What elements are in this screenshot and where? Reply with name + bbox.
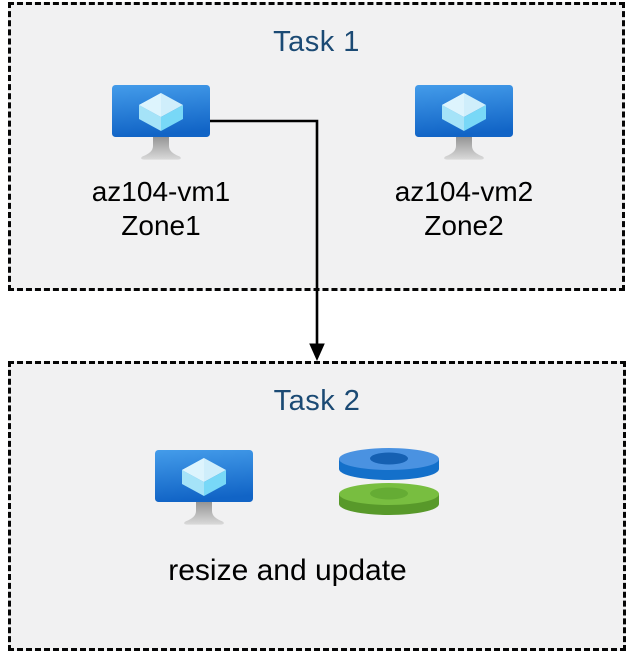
vm-icon-wrap [155, 450, 253, 531]
vm-name-label: az104-vm1 [91, 176, 231, 207]
virtual-machine-icon [155, 450, 253, 526]
virtual-machine-icon [415, 85, 513, 161]
vm-group-az104-vm2: az104-vm2 Zone2 [389, 85, 539, 243]
vm-group-az104-vm1: az104-vm1 Zone1 [86, 85, 236, 243]
disks-icon-wrap [338, 447, 440, 520]
vm-name-label: az104-vm2 [394, 176, 534, 207]
task2-title: Task 2 [273, 385, 361, 417]
virtual-machine-icon [112, 85, 210, 161]
arrowhead-icon [309, 343, 325, 361]
managed-disks-icon [338, 447, 440, 515]
task2-box: Task 2 resize and update [8, 361, 626, 651]
vm-zone-label: Zone1 [121, 210, 201, 241]
task1-title: Task 1 [273, 26, 360, 58]
task2-caption: resize and update [168, 554, 407, 587]
vm-zone-label: Zone2 [424, 210, 504, 241]
task1-box: Task 1 az104-vm1 Zone1 az104-vm2 Zone2 [8, 2, 625, 291]
